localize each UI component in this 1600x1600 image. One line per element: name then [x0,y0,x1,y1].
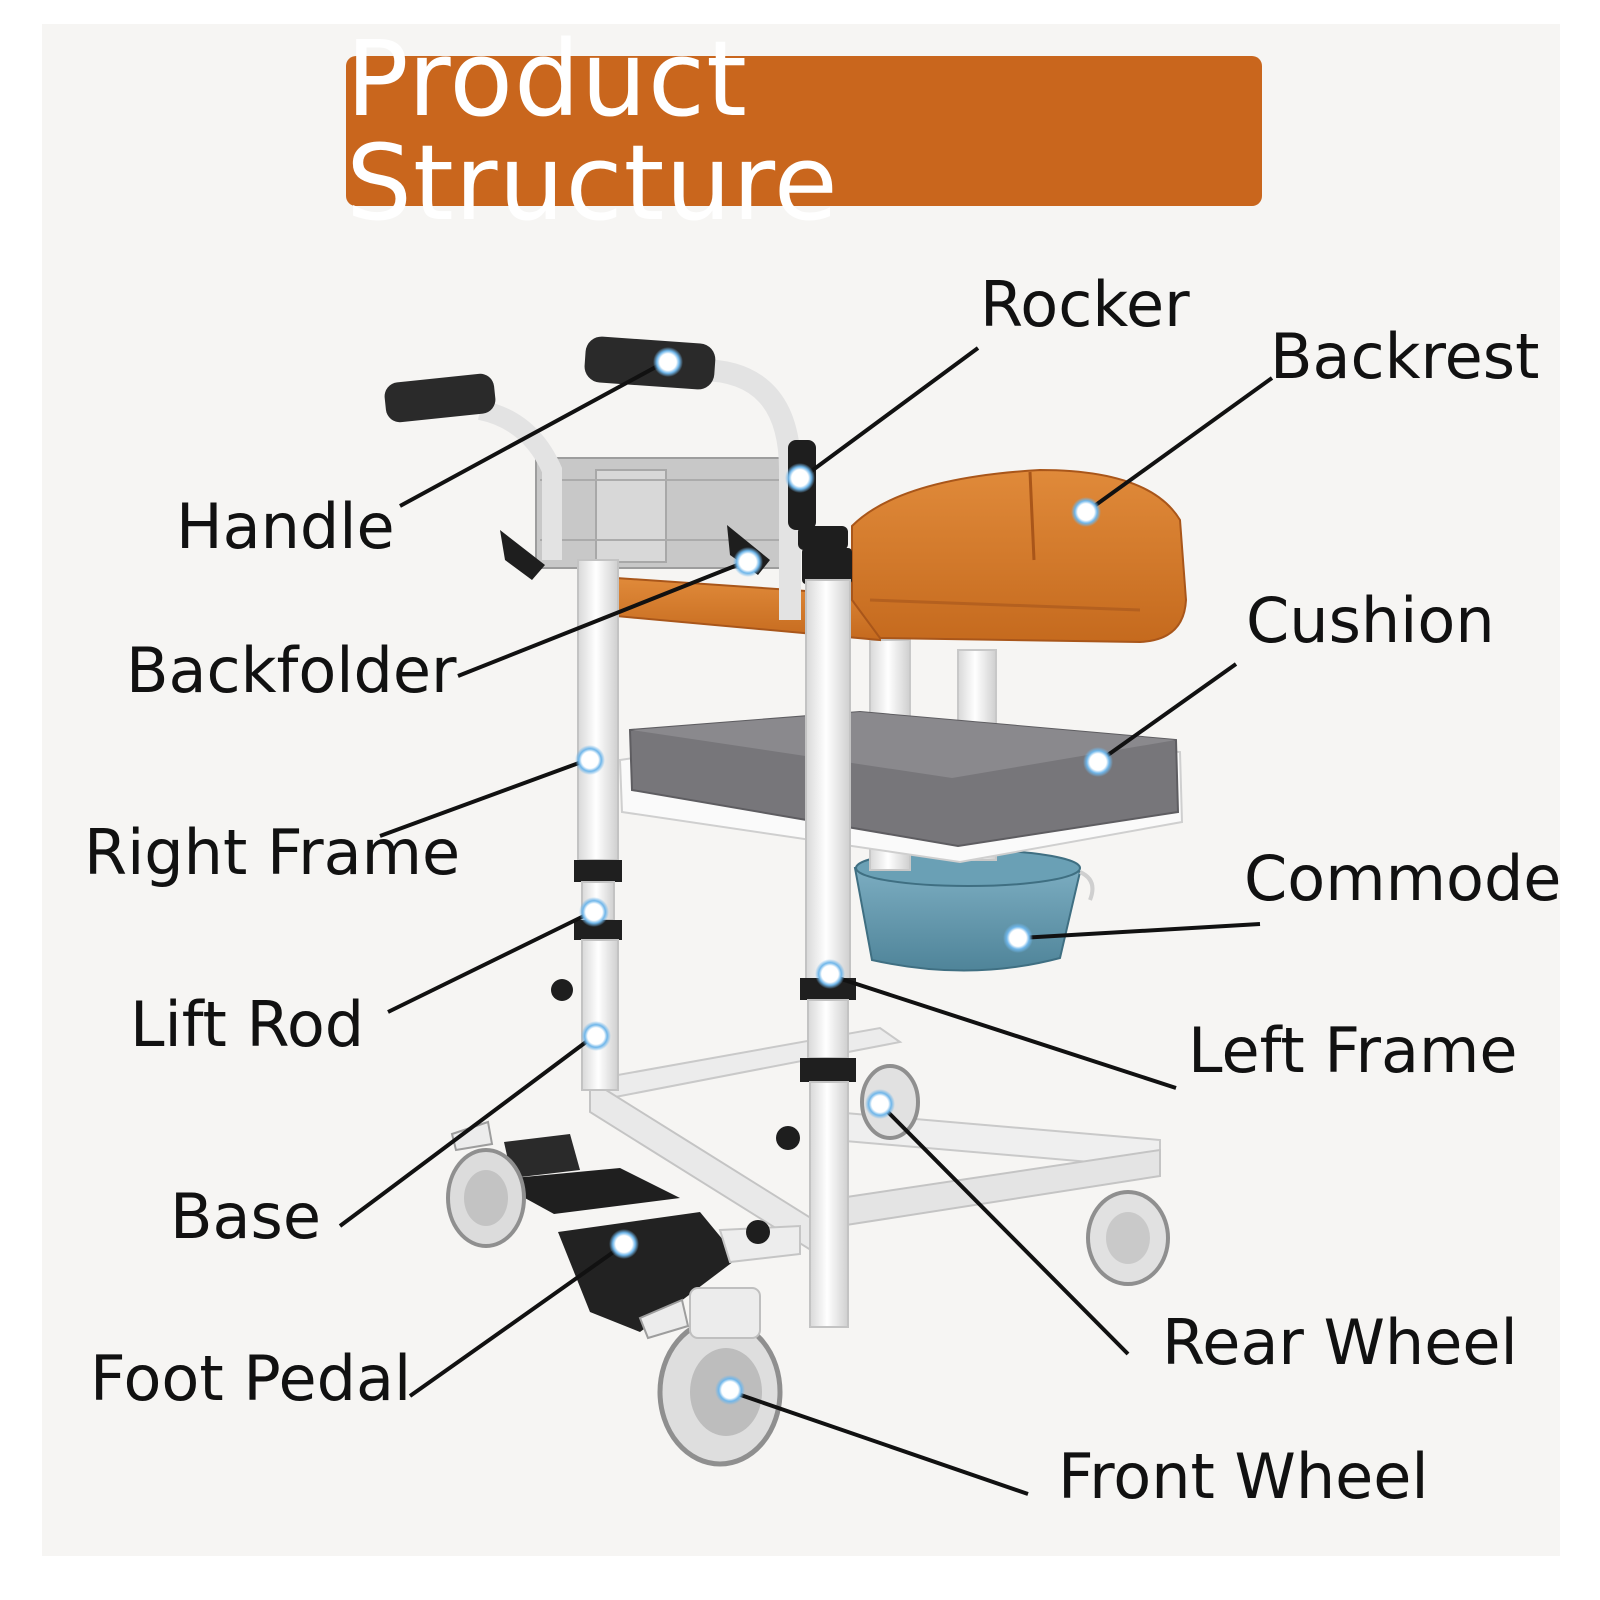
leader-line-right-frame [379,758,588,838]
label-cushion: Cushion [1246,584,1495,657]
marker-rocker [785,463,815,493]
label-lift-rod: Lift Rod [130,988,365,1061]
backfolder-latch-left [500,530,545,580]
orange-backrest [615,468,1188,644]
marker-base [581,1021,611,1051]
label-front-wheel: Front Wheel [1058,1440,1429,1513]
label-rear-wheel: Rear Wheel [1162,1306,1518,1379]
leader-line-left-frame [831,974,1177,1090]
marker-backfolder [733,547,763,577]
marker-rear-wheel [865,1089,895,1119]
label-backfolder: Backfolder [126,634,457,707]
leader-line-rear-wheel [880,1104,1130,1356]
left-frame-post [776,548,856,1328]
title-banner: Product Structure [346,27,1262,235]
leader-line-cushion [1096,662,1238,764]
marker-left-frame [815,959,845,989]
leader-line-handle [399,360,666,508]
marker-cushion [1083,747,1113,777]
label-foot-pedal: Foot Pedal [90,1342,412,1415]
marker-handle [653,347,683,377]
leader-line-backrest [1084,376,1274,514]
leader-line-lift-rod [387,910,593,1014]
wheels [446,1064,1170,1467]
right-frame-post [551,559,622,1091]
label-commode: Commode [1244,842,1562,915]
leader-line-base [338,1034,596,1228]
label-backrest: Backrest [1270,320,1540,393]
marker-front-wheel [715,1375,745,1405]
label-right-frame: Right Frame [84,816,461,889]
label-base: Base [170,1180,321,1253]
label-left-frame: Left Frame [1188,1014,1518,1087]
foot-pedals [492,1134,801,1332]
marker-commode [1003,923,1033,953]
leader-line-rocker [800,346,980,480]
chair-illustration [384,336,1188,1467]
page-title: Product Structure [346,18,839,244]
marker-right-frame [575,745,605,775]
leader-lines [338,346,1274,1496]
leader-line-commode [1019,922,1261,940]
label-rocker: Rocker [980,268,1190,341]
leader-line-foot-pedal [408,1244,624,1398]
marker-foot-pedal [609,1229,639,1259]
label-handle: Handle [176,490,395,563]
leader-line-front-wheel [731,1390,1029,1496]
seat-cushion [618,710,1184,864]
marker-dots [575,347,1113,1405]
marker-backrest [1071,497,1101,527]
marker-lift-rod [579,897,609,927]
leader-line-backfolder [457,560,746,678]
